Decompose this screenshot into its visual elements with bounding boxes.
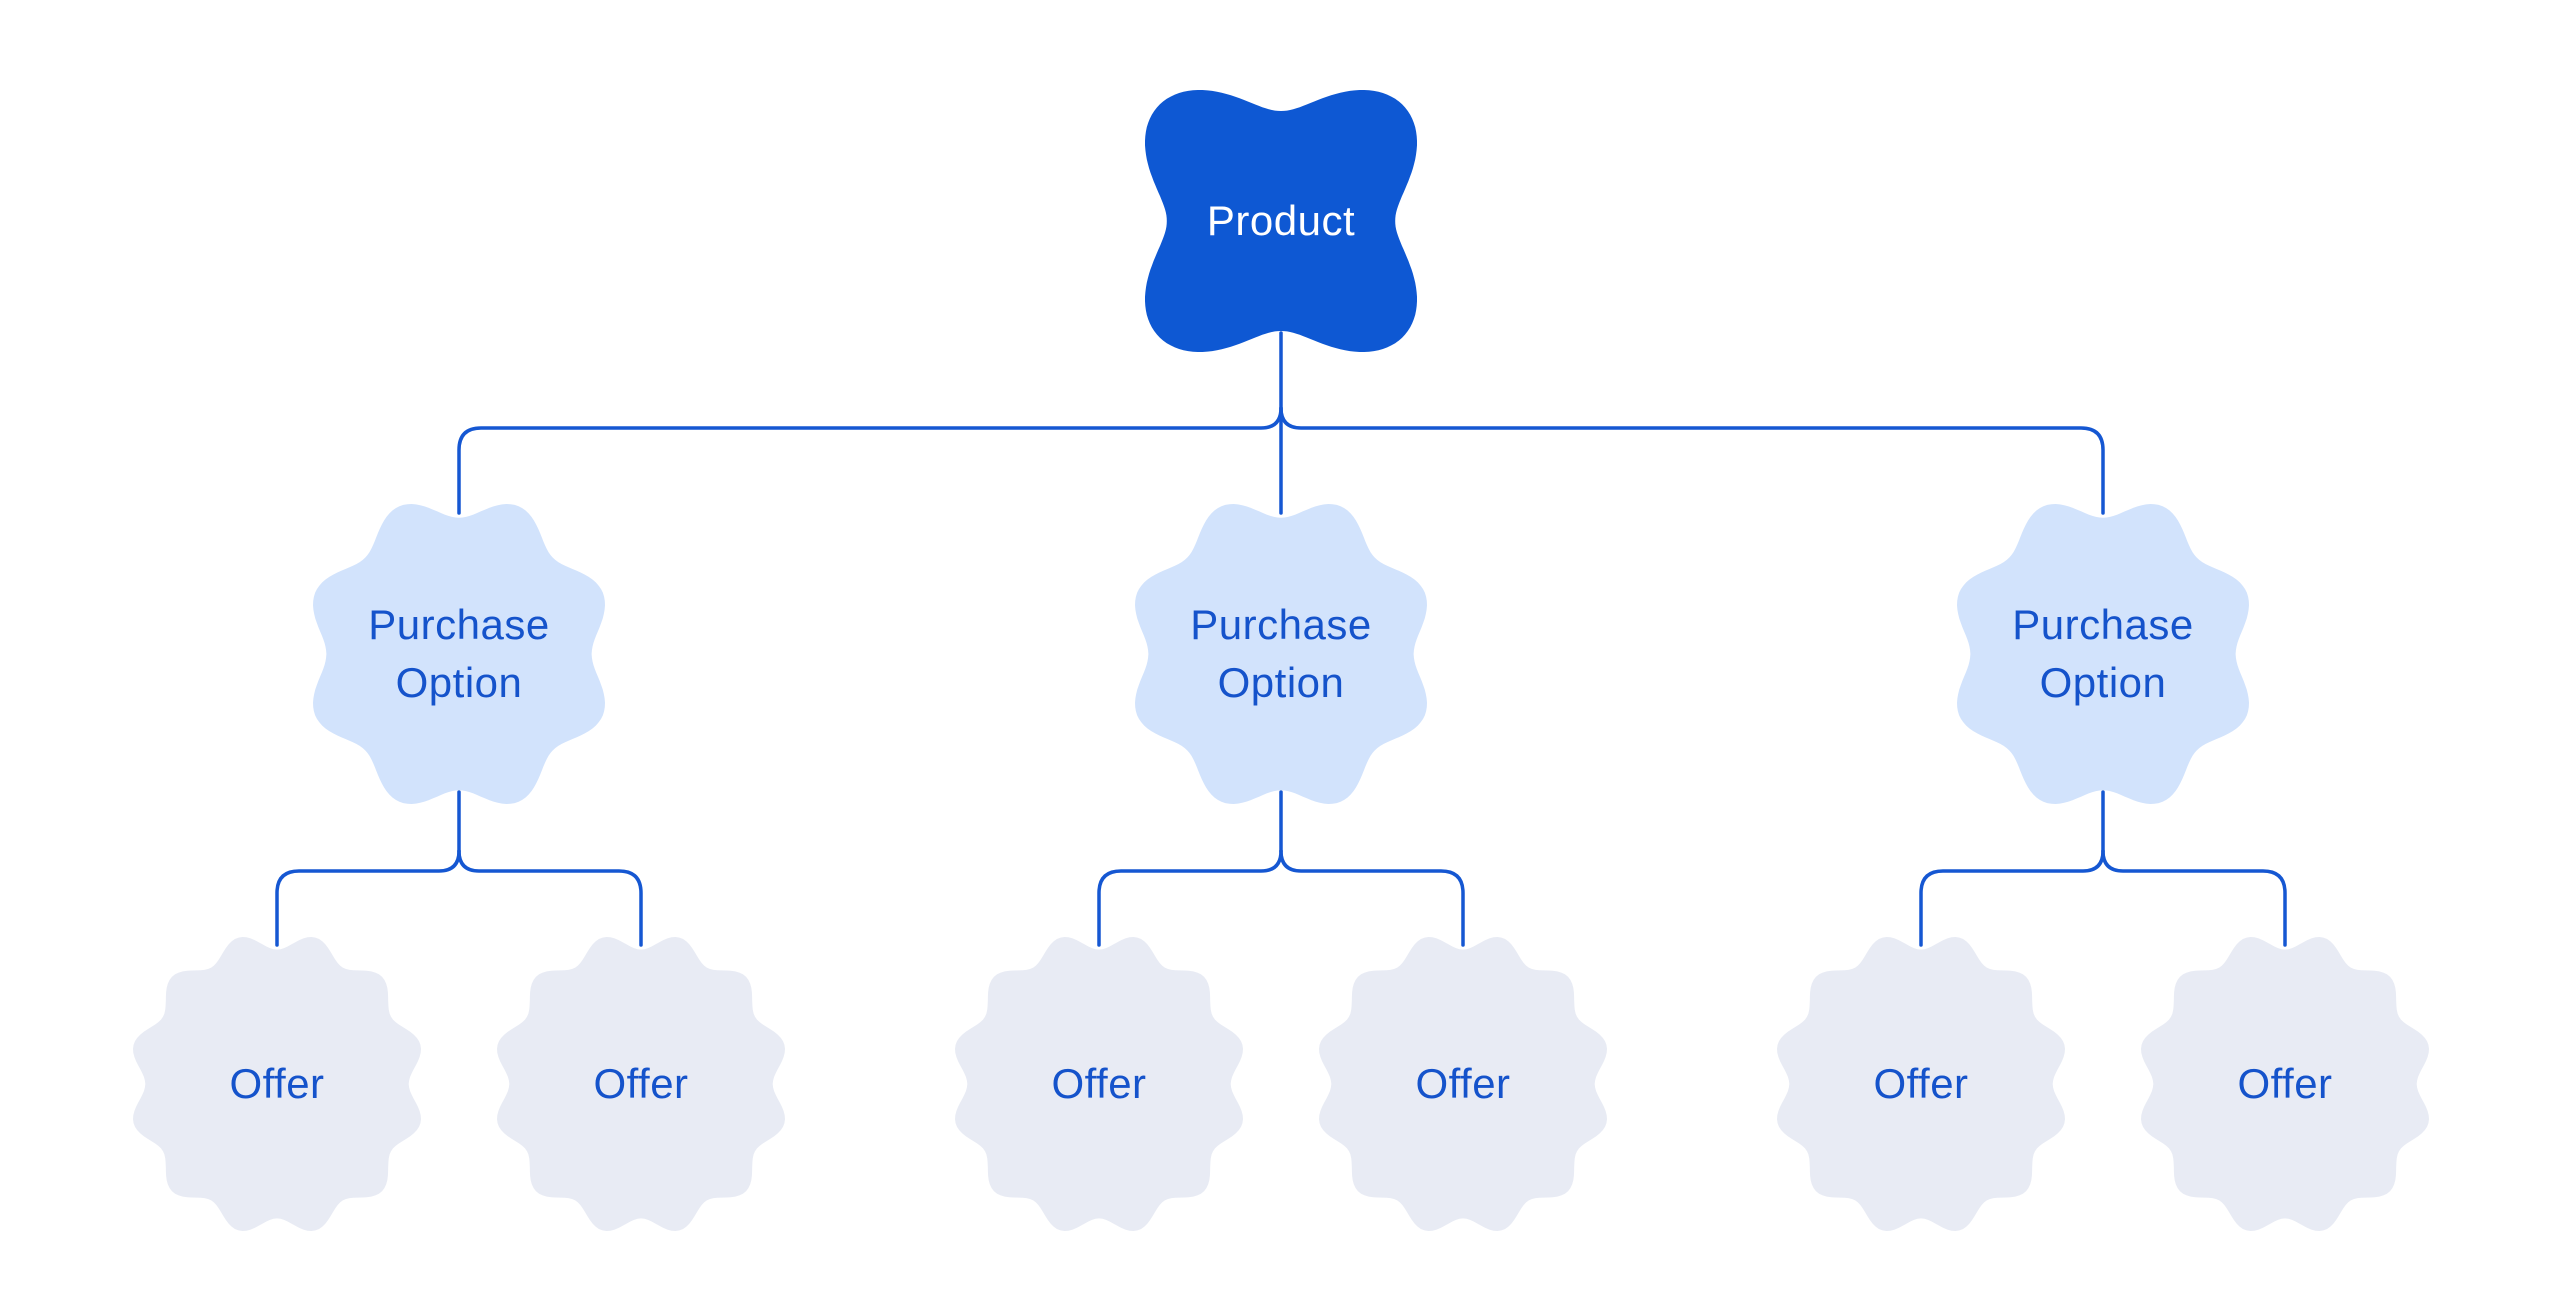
connector-po3-left [1919, 849, 2105, 947]
node-purchase-option-2: Purchase Option [1135, 504, 1427, 804]
connector-rail1-left [457, 406, 1283, 515]
offer-blob-path [955, 937, 1243, 1231]
purchase-option-blob-shape [1135, 504, 1427, 804]
purchase-option-label: Purchase Option [1190, 601, 1372, 706]
node-offer-1: Offer [133, 937, 421, 1231]
offer-blob-shape [1319, 937, 1607, 1231]
purchase-option-blob-path [313, 504, 605, 804]
connector-po1-right [457, 849, 643, 947]
offer-blob-shape [133, 937, 421, 1231]
offer-label: Offer [1415, 1060, 1511, 1107]
offer-blob-shape [2141, 937, 2429, 1231]
node-purchase-option-3: Purchase Option [1957, 504, 2249, 804]
offer-blob-path [2141, 937, 2429, 1231]
node-offer-3: Offer [955, 937, 1243, 1231]
offer-blob-shape [955, 937, 1243, 1231]
offer-blob-path [133, 937, 421, 1231]
purchase-option-label: Purchase Option [2012, 601, 2194, 706]
offer-blob-shape [1777, 937, 2065, 1231]
offer-label: Offer [1873, 1060, 1969, 1107]
purchase-option-blob-shape [1957, 504, 2249, 804]
node-offer-6: Offer [2141, 937, 2429, 1231]
offer-blob-shape [497, 937, 785, 1231]
node-product: Product [1145, 90, 1417, 352]
product-blob-path [1145, 90, 1417, 352]
connector-po1-left [275, 849, 461, 947]
purchase-option-blob-shape [313, 504, 605, 804]
offer-blob-path [1777, 937, 2065, 1231]
offer-label: Offer [593, 1060, 689, 1107]
connector-po2-right [1279, 849, 1465, 947]
connector-po3-right [2101, 849, 2287, 947]
offer-label: Offer [229, 1060, 325, 1107]
offer-blob-path [497, 937, 785, 1231]
node-purchase-option-1: Purchase Option [313, 504, 605, 804]
node-offer-2: Offer [497, 937, 785, 1231]
offer-label: Offer [1051, 1060, 1147, 1107]
offer-label: Offer [2237, 1060, 2333, 1107]
node-offer-4: Offer [1319, 937, 1607, 1231]
purchase-option-blob-path [1957, 504, 2249, 804]
purchase-option-blob-path [1135, 504, 1427, 804]
offer-blob-path [1319, 937, 1607, 1231]
purchase-option-label: Purchase Option [368, 601, 550, 706]
product-label: Product [1206, 197, 1356, 244]
connector-rail1-right [1279, 406, 2105, 515]
connector-po2-left [1097, 849, 1283, 947]
product-blob-shape [1145, 90, 1417, 352]
node-offer-5: Offer [1777, 937, 2065, 1231]
